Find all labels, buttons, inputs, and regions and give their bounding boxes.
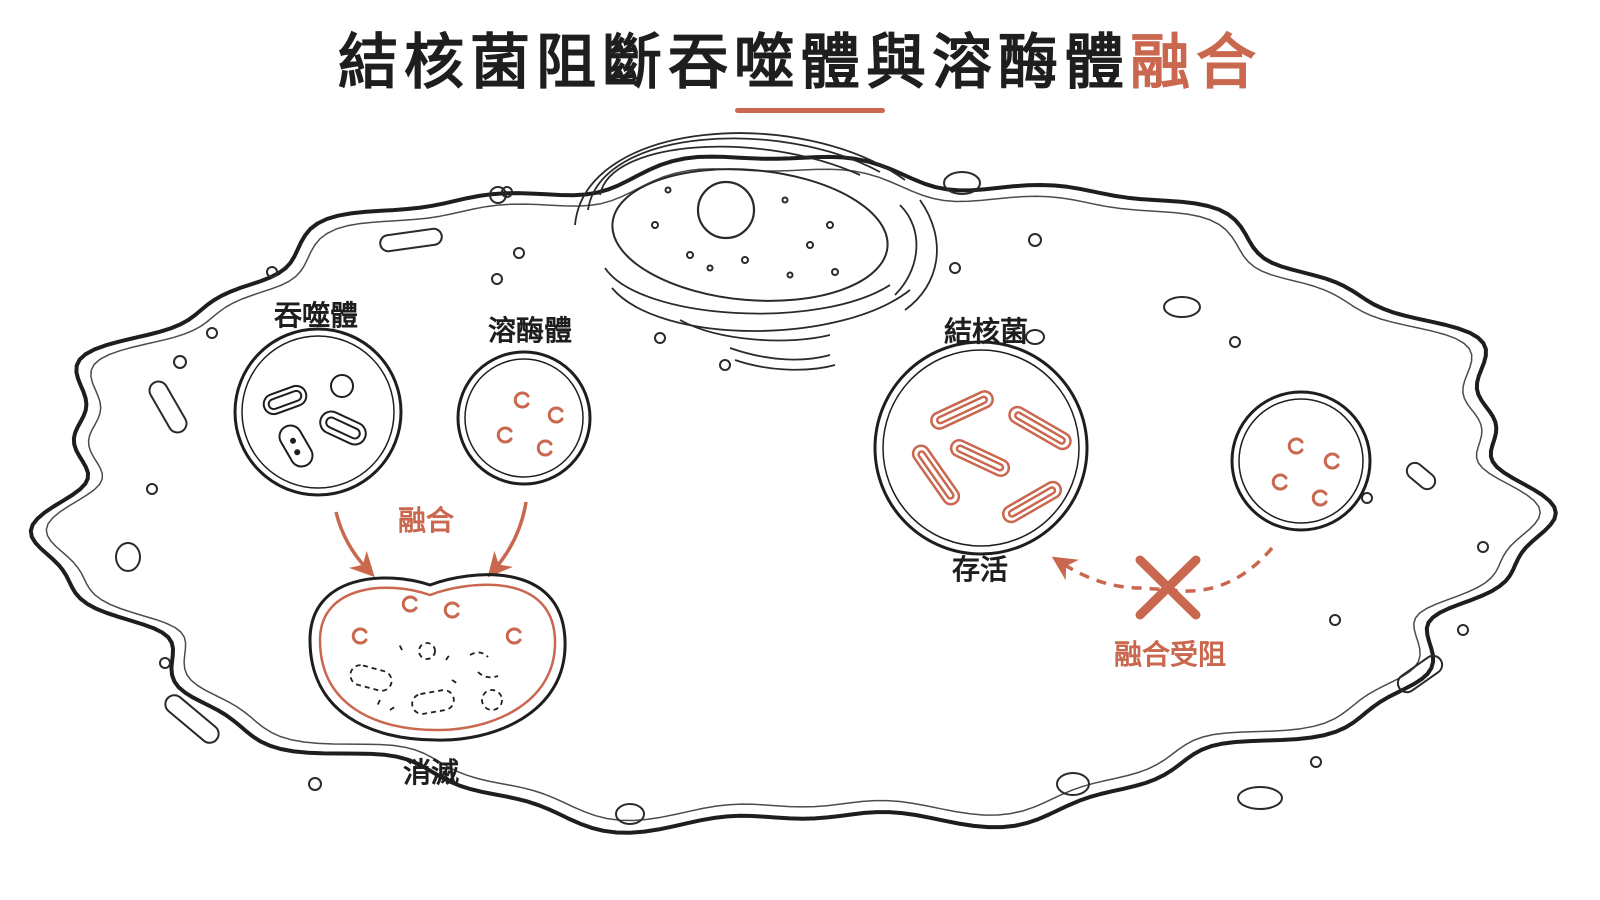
enzyme-icon <box>547 406 564 424</box>
title-underline <box>735 108 885 113</box>
label-phagosome: 吞噬體 <box>274 299 358 332</box>
phagolysosome <box>308 573 567 742</box>
phagosome <box>233 327 403 497</box>
enzyme-icon <box>513 391 530 409</box>
lysosome-right <box>1230 390 1372 532</box>
mycobacteria <box>911 390 1072 524</box>
enzyme-icon <box>1271 473 1288 491</box>
label-fusion-blocked: 融合受阻 <box>1114 638 1226 671</box>
enzyme-icon <box>505 627 522 645</box>
bacterium-in-phagosome <box>262 374 367 468</box>
title-main: 結核菌阻斷吞噬體與溶酶體 <box>338 28 1130 98</box>
enzyme-icon <box>1323 452 1340 470</box>
label-survive: 存活 <box>952 553 1008 586</box>
enzyme-icon <box>1311 489 1328 507</box>
degraded-bacteria <box>349 641 503 715</box>
enzyme-icon <box>351 627 368 645</box>
title-accent: 融合 <box>1130 28 1262 98</box>
organelles <box>115 171 1489 825</box>
enzyme-icon <box>536 439 553 457</box>
enzyme-icon <box>443 601 460 619</box>
enzyme-icon <box>496 426 513 444</box>
block-x-icon <box>1135 555 1201 620</box>
label-fusion: 融合 <box>398 504 455 537</box>
arrow-lysosome-to-fusion <box>487 501 528 578</box>
cell-membrane-inner <box>45 168 1541 822</box>
label-destroyed: 消滅 <box>403 756 459 789</box>
page-title: 結核菌阻斷吞噬體與溶酶體融合 <box>0 14 1600 101</box>
arrow-phagosome-to-fusion <box>334 511 375 578</box>
enzyme-icon <box>401 595 418 613</box>
enzyme-icon <box>1287 437 1304 455</box>
label-lysosome: 溶酶體 <box>488 314 572 347</box>
tb-phagosome <box>873 340 1089 556</box>
cell-membrane <box>28 154 1558 835</box>
lysosome-left <box>456 350 592 486</box>
nucleus-with-er <box>574 132 938 371</box>
